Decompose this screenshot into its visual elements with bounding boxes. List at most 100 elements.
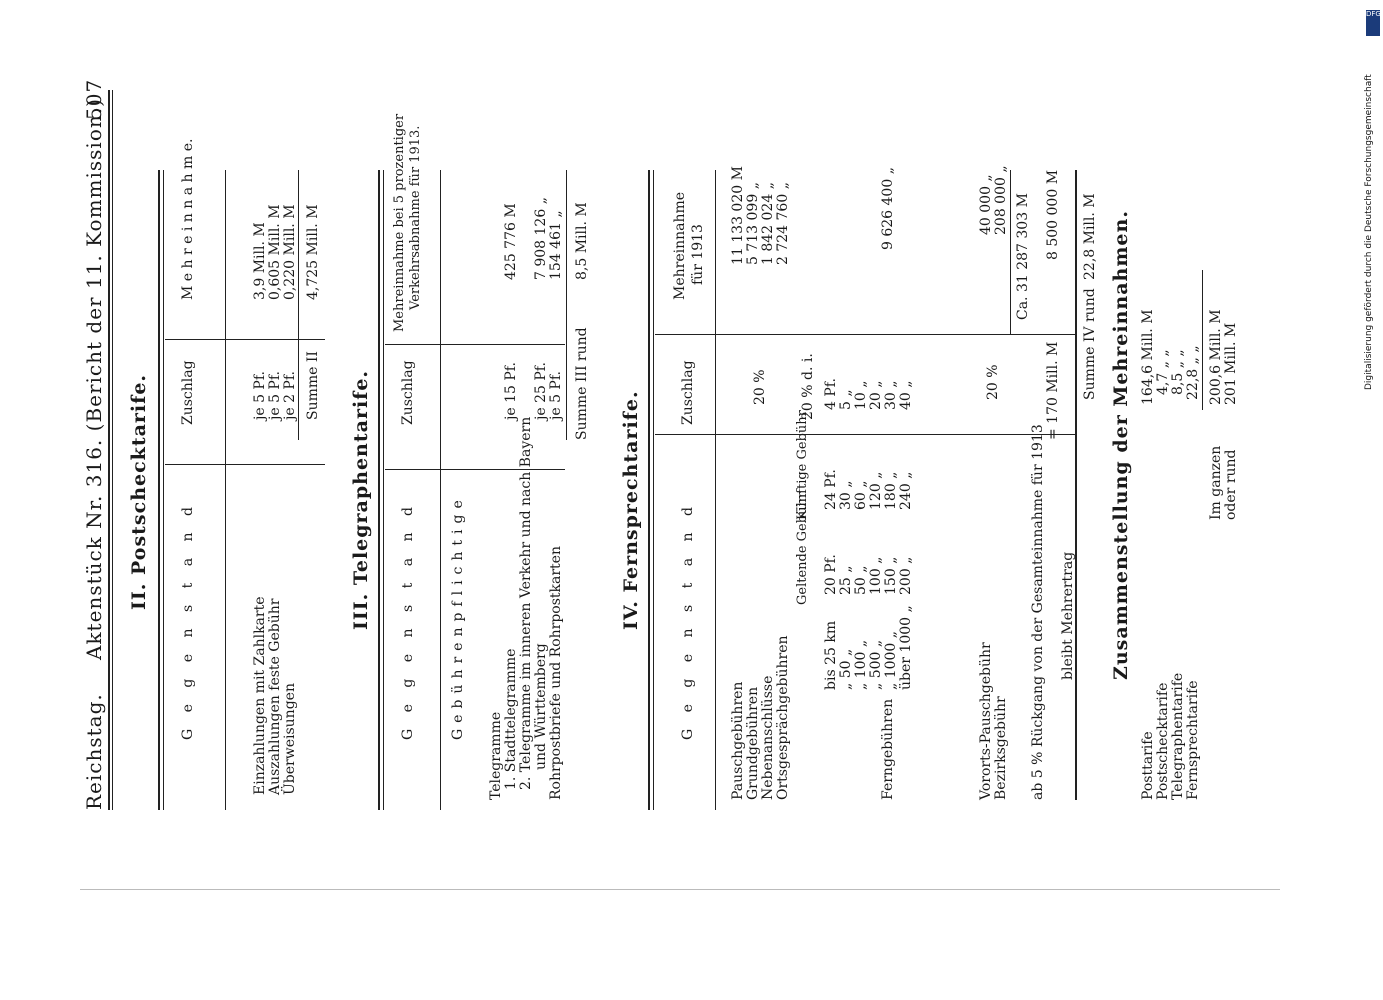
fernsprech-row-label: Grundgebühren <box>745 686 761 800</box>
col-mehreinnahme: M e h r e i n n a h m e. <box>180 138 196 300</box>
fern-mehr: 9 626 400 „ <box>880 167 896 250</box>
zusammen-row-value: 22,8 „ „ <box>1185 345 1201 400</box>
fern-row-kuenftig: 60 „ <box>853 480 869 510</box>
postscheck-row-2-label: Auszahlungen feste Gebühr <box>267 598 283 795</box>
telegraph-subheading: Gebührenpflichtige <box>450 494 466 740</box>
fern-row-dist: „ 100 „ <box>853 639 869 690</box>
fernsprech-row-mehr: 1 842 024 „ <box>760 182 776 265</box>
fernsprech-ab-value-1: = 170 Mill. M <box>1045 341 1061 440</box>
section-title-postscheck: II. Postschecktarife. <box>128 373 150 610</box>
col-gegenstand: G e g e n s t a n d <box>400 501 416 740</box>
telegraph-row-mehr: 7 908 126 „ <box>533 197 549 280</box>
fernsprech-row-mehr: 2 724 760 „ <box>775 182 791 265</box>
running-head-center: Aktenstück Nr. 316. (Bericht der 11. Kom… <box>82 98 106 660</box>
telegraph-row-label: und Württemberg <box>533 643 549 770</box>
fern-row-dist: bis 25 km <box>823 620 839 690</box>
telegraph-row-mehr: 425 776 M <box>503 203 519 280</box>
telegraph-sum-value: 8,5 Mill. M <box>574 202 590 280</box>
fern-zuschlag-head: 20 % d. i. <box>800 353 816 420</box>
fernsprech-sum-value: 22,8 Mill. M <box>1082 193 1098 280</box>
telegraph-row-label: 2. Telegramme im inneren Verkehr und nac… <box>518 416 534 790</box>
ferngebuehren-label: Ferngebühren <box>880 698 896 800</box>
telegraph-sum-label: Summe III rund <box>574 327 590 440</box>
telegraph-row-label: Telegramme <box>488 711 504 800</box>
fernsprech-sum-label: Summe IV rund <box>1082 288 1098 400</box>
fernsprech-bottom-zuschlag: 20 % <box>985 364 1001 400</box>
fernsprech-row-mehr: 40 000 „ <box>978 174 994 235</box>
postscheck-sum-label: Summe II <box>305 351 321 420</box>
dfg-logo-text: DFG <box>1366 10 1381 18</box>
zusammen-row-value: 8,5 „ „ <box>1170 349 1186 395</box>
fernsprech-row-label: Ortsgesprächgebühren <box>775 635 791 800</box>
fern-row-geltend: 20 Pf. <box>823 554 839 595</box>
fernsprech-ab-line: ab 5 % Rückgang von der Gesamteinnahme f… <box>1030 424 1046 800</box>
postscheck-row-1-mehr: 3,9 Mill. M <box>252 222 268 300</box>
fernsprech-row-mehr: 11 133 020 M <box>730 166 746 265</box>
fernsprech-row-mehr: 5 713 099 „ <box>745 182 761 265</box>
telegraph-row-label: 1. Stadttelegramme <box>503 648 519 790</box>
fernsprech-row-label: Bezirksgebühr <box>993 696 1009 800</box>
col-mehreinnahme-1: Mehreinnahme <box>672 191 688 300</box>
col-zuschlag: Zuschlag <box>680 360 696 425</box>
fernsprech-ab-value-2: 8 500 000 M <box>1045 169 1061 260</box>
col-gegenstand: G e g e n s t a n d <box>680 501 696 740</box>
running-head-left: Reichstag. <box>82 693 106 810</box>
digitization-credit: Digitalisierung gefördert durch die Deut… <box>1364 74 1374 390</box>
fern-row-kuenftig: 180 „ <box>883 471 899 510</box>
kuenftige-gebuehr-head: Künftige Gebühr <box>795 410 810 520</box>
section-title-fernsprech: IV. Fernsprechtarife. <box>620 390 642 630</box>
postscheck-row-3-mehr: 0,220 Mill. M <box>282 204 298 300</box>
im-ganzen-label: Im ganzen <box>1208 445 1224 520</box>
col-mehreinnahme-2: Verkehrsabnahme für 1913. <box>408 125 423 310</box>
fernsprech-row-label: Pauschgebühren <box>730 681 746 800</box>
section-title-telegraph: III. Telegraphentarife. <box>350 369 372 630</box>
section-title-zusammen: Zusammenstellung der Mehreinnahmen. <box>1110 210 1132 680</box>
fern-row-kuenftig: 240 „ <box>898 471 914 510</box>
oder-rund-label: oder rund <box>1223 449 1239 520</box>
col-zuschlag: Zuschlag <box>400 360 416 425</box>
postscheck-sum-value: 4,725 Mill. M <box>305 204 321 300</box>
zusammen-row-label: Telegraphentarife <box>1170 672 1186 800</box>
postscheck-row-3-label: Überweisungen <box>282 683 298 795</box>
fern-row-dist: „ 1000 „ <box>883 630 899 690</box>
dfg-logo: DFG <box>1366 10 1381 36</box>
col-gegenstand: G e g e n s t a n d <box>180 501 196 740</box>
fern-row-zuschlag: 10 „ <box>853 380 869 410</box>
col-zuschlag: Zuschlag <box>180 360 196 425</box>
fernsprech-ca-sum: Ca. 31 287 303 M <box>1015 193 1031 320</box>
fern-row-zuschlag: 30 „ <box>883 380 899 410</box>
telegraph-row-label: Rohrpostbriefe und Rohrpostkarten <box>548 546 564 800</box>
telegraph-row-zuschlag: je 25 Pf. <box>533 362 549 420</box>
fern-row-zuschlag: 5 „ <box>838 389 854 410</box>
fern-row-dist: „ 50 „ <box>838 648 854 690</box>
fern-row-kuenftig: 30 „ <box>838 480 854 510</box>
fern-row-kuenftig: 120 „ <box>868 471 884 510</box>
telegraph-row-zuschlag: je 5 Pf. <box>548 371 564 420</box>
fern-row-geltend: 150 „ <box>883 556 899 595</box>
zusammen-row-value: 164,6 Mill. M <box>1140 309 1156 405</box>
fernsprech-row-mehr: 208 000 „ <box>993 165 1009 235</box>
fernsprech-row-label: Nebenanschlüsse <box>760 675 776 800</box>
fern-row-dist: „ 500 „ <box>868 639 884 690</box>
fern-row-geltend: 200 „ <box>898 556 914 595</box>
col-mehreinnahme-1: Mehreinnahme bei 5 prozentiger <box>392 113 407 332</box>
fern-row-geltend: 25 „ <box>838 565 854 595</box>
oder-rund-value: 201 Mill. M <box>1223 322 1239 405</box>
telegraph-row-zuschlag: je 15 Pf. <box>503 362 519 420</box>
fern-row-kuenftig: 24 Pf. <box>823 469 839 510</box>
im-ganzen-value: 200,6 Mill. M <box>1208 309 1224 405</box>
zusammen-row-value: 4,7 „ „ <box>1155 349 1171 395</box>
fernsprech-top-zuschlag: 20 % <box>752 369 768 405</box>
zusammen-row-label: Posttarife <box>1140 731 1156 800</box>
zusammen-row-label: Fernsprechtarife <box>1185 680 1201 800</box>
postscheck-row-3-zuschlag: je 2 Pf. <box>282 371 298 420</box>
fern-row-zuschlag: 20 „ <box>868 380 884 410</box>
telegraph-row-mehr: 154 461 „ <box>548 210 564 280</box>
postscheck-row-2-zuschlag: je 5 Pf. <box>267 371 283 420</box>
fernsprech-row-label: Vororts-Pauschgebühr <box>978 642 994 800</box>
fern-row-zuschlag: 4 Pf. <box>823 378 839 410</box>
fern-row-zuschlag: 40 „ <box>898 380 914 410</box>
zusammen-row-label: Postschecktarife <box>1155 682 1171 800</box>
